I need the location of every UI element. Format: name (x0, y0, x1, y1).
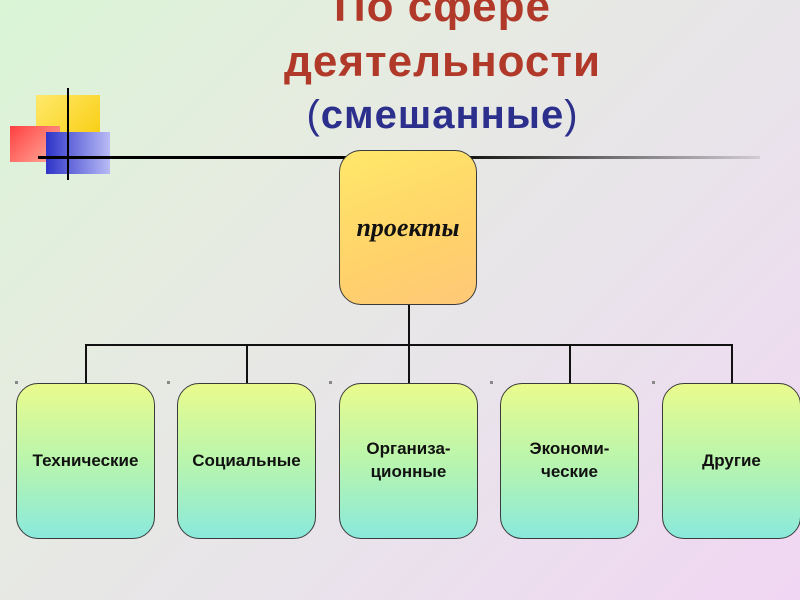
connector-child-4 (569, 344, 571, 383)
child-node-economic: Экономи- ческие (500, 383, 639, 539)
connector-root-down (408, 305, 410, 345)
title-line-2: деятельности (283, 37, 602, 86)
connector-child-5 (731, 344, 733, 383)
child-node-other: Другие (662, 383, 800, 539)
connector-child-3 (408, 344, 410, 383)
handle-dot (329, 381, 332, 384)
handle-dot (652, 381, 655, 384)
handle-dot (15, 381, 18, 384)
decor-blue-square (46, 132, 110, 174)
subtitle-text: смешанные (320, 93, 565, 137)
handle-dot (490, 381, 493, 384)
subtitle-close-paren: ) (564, 93, 579, 137)
child-node-social: Социальные (177, 383, 316, 539)
child-node-organizational: Организа- ционные (339, 383, 478, 539)
subtitle: (смешанные) (0, 93, 800, 138)
title-line-1: По сфере (334, 0, 551, 31)
connector-child-2 (246, 344, 248, 383)
child-node-technical: Технические (16, 383, 155, 539)
subtitle-open-paren: ( (306, 93, 321, 137)
connector-child-1 (85, 344, 87, 383)
root-node-projects: проекты (339, 150, 477, 305)
handle-dot (167, 381, 170, 384)
decor-vertical-line (67, 88, 69, 180)
